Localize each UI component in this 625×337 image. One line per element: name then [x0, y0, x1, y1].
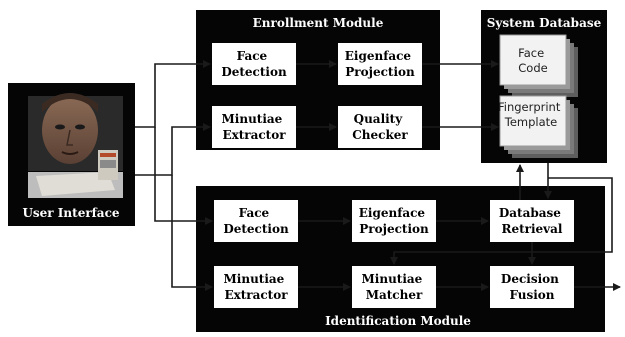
box-label-line: Projection [345, 65, 415, 79]
box-label-line: Face [237, 49, 268, 63]
box-label-line: Checker [352, 128, 408, 142]
ident-minutiae-matcher-box: Minutiae Matcher [352, 266, 436, 308]
svg-text:Eigenface Projection: Eigenface Projection [359, 206, 430, 236]
box-label-line: Minutiae [222, 112, 283, 126]
user-interface-panel: User Interface [8, 83, 135, 226]
box-label-line: Eigenface [359, 206, 426, 220]
db-label-line: Code [518, 61, 547, 75]
box-label-line: Database [499, 206, 561, 220]
box-label-line: Projection [359, 222, 429, 236]
box-label-line: Retrieval [502, 222, 563, 236]
system-database-title: System Database [487, 16, 602, 30]
system-database: System Database Face Code Fingerprint Te… [481, 10, 607, 163]
box-label-line: Eigenface [345, 49, 412, 63]
enroll-eigenface-projection-box: Eigenface Projection [338, 43, 422, 85]
box-label-line: Matcher [366, 288, 423, 302]
ident-decision-fusion-box: Decision Fusion [490, 266, 574, 308]
arrow-ui-to-ident-face-detection [154, 127, 213, 225]
svg-text:Eigenface Projection: Eigenface Projection [345, 49, 416, 79]
svg-text:Face Code: Face Code [518, 46, 548, 75]
svg-text:Minutiae Extractor: Minutiae Extractor [224, 272, 289, 302]
fingerprint-template-stack: Fingerprint Template [498, 95, 578, 158]
svg-text:Database Retrieval: Database Retrieval [499, 206, 565, 236]
enrollment-module-title: Enrollment Module [253, 16, 384, 30]
box-label-line: Extractor [222, 128, 286, 142]
box-label-line: Minutiae [224, 272, 285, 286]
arrow-ui-to-enroll-face-detection [135, 60, 211, 128]
box-label-line: Decision [501, 272, 559, 286]
ident-database-retrieval-box: Database Retrieval [490, 200, 574, 242]
arrow-ui-to-enroll-minutiae-extractor [135, 123, 211, 176]
svg-text:Minutiae Extractor: Minutiae Extractor [222, 112, 287, 142]
identification-module: Face Detection Eigenface Projection Data… [196, 186, 605, 332]
enroll-face-detection-box: Face Detection [212, 43, 296, 85]
face-photo [28, 93, 123, 171]
box-label-line: Fusion [509, 288, 554, 302]
svg-text:Face Detection: Face Detection [221, 49, 287, 79]
arrow-ui-to-ident-minutiae-extractor [171, 175, 213, 291]
box-label-line: Extractor [224, 288, 288, 302]
box-label-line: Minutiae [362, 272, 423, 286]
arrow-database-to-matcher [390, 177, 613, 265]
ident-face-detection-box: Face Detection [214, 200, 298, 242]
db-label-line: Template [504, 115, 557, 129]
svg-text:Face Detection: Face Detection [223, 206, 289, 236]
enroll-quality-checker-box: Quality Checker [338, 106, 422, 148]
box-label-line: Face [239, 206, 270, 220]
db-label-line: Face [518, 46, 544, 60]
svg-text:Fingerprint Template: Fingerprint Template [498, 100, 564, 129]
svg-text:Decision Fusion: Decision Fusion [501, 272, 563, 302]
fingerprint-scanner-photo [28, 150, 123, 198]
enrollment-module: Enrollment Module Face Detection Eigenfa… [196, 10, 440, 150]
enroll-minutiae-extractor-box: Minutiae Extractor [212, 106, 296, 148]
ident-eigenface-projection-box: Eigenface Projection [352, 200, 436, 242]
box-label-line: Detection [223, 222, 289, 236]
box-label-line: Detection [221, 65, 287, 79]
db-label-line: Fingerprint [498, 100, 561, 114]
svg-text:Quality Checker: Quality Checker [352, 112, 408, 142]
user-interface-label: User Interface [22, 206, 119, 220]
svg-text:Minutiae Matcher: Minutiae Matcher [362, 272, 427, 302]
connectors [135, 60, 621, 291]
face-code-stack: Face Code [499, 34, 578, 97]
identification-module-title: Identification Module [325, 314, 471, 328]
box-label-line: Quality [354, 112, 404, 126]
ident-minutiae-extractor-box: Minutiae Extractor [214, 266, 298, 308]
